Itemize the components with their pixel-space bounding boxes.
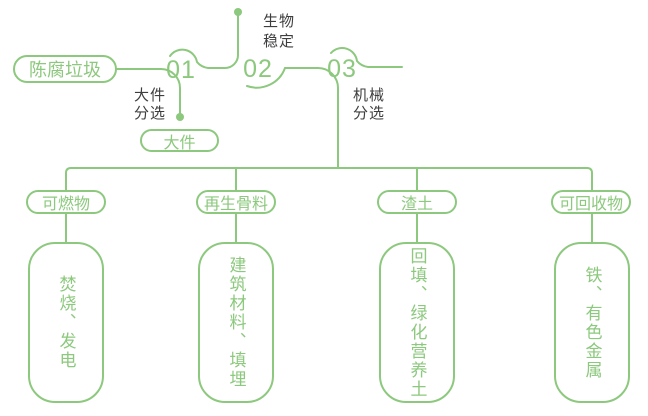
category-pill-slag-soil: 渣土 — [377, 190, 457, 214]
outcome-box-slag-soil: 回填、绿化营养土 — [379, 242, 455, 403]
process-label-mechanical-sorting: 机械 分选 — [353, 87, 386, 122]
category-pill-recycled-aggregate: 再生骨料 — [196, 190, 276, 214]
step-number-01: 01 — [166, 56, 196, 84]
outcome-text-incineration-power: 焚烧、发电 — [56, 275, 76, 370]
outcome-box-recycled-aggregate: 建筑材料、填埋 — [198, 242, 274, 403]
bio-stabilization-dot — [234, 8, 242, 16]
category-pill-recyclables: 可回收物 — [551, 190, 631, 214]
bulky-item-dot — [176, 113, 184, 121]
outcome-box-recyclables: 铁、有色金属 — [554, 242, 630, 403]
line-step02-to-step03 — [246, 67, 339, 169]
category-pill-combustibles: 可燃物 — [26, 190, 106, 214]
output-node-bulky-items: 大件 — [140, 129, 219, 152]
step-number-02: 02 — [243, 55, 273, 83]
process-label-bulky-sorting: 大件 分选 — [134, 87, 167, 122]
outcome-text-backfill-nutrient-soil: 回填、绿化营养土 — [407, 246, 427, 399]
source-node-aged-waste: 陈腐垃圾 — [13, 55, 117, 83]
line-step01-to-step02 — [169, 15, 239, 69]
process-label-bio-stabilization: 生物 稳定 — [263, 13, 296, 50]
distributor-rail — [65, 167, 593, 191]
line-step03-tail — [330, 47, 403, 68]
outcome-text-iron-nonferrous-metals: 铁、有色金属 — [582, 265, 602, 380]
step-number-03: 03 — [327, 55, 357, 83]
line-source-to-step01 — [116, 68, 181, 114]
outcome-box-combustibles: 焚烧、发电 — [28, 242, 104, 403]
outcome-text-building-materials-landfill: 建筑材料、填埋 — [226, 256, 246, 389]
